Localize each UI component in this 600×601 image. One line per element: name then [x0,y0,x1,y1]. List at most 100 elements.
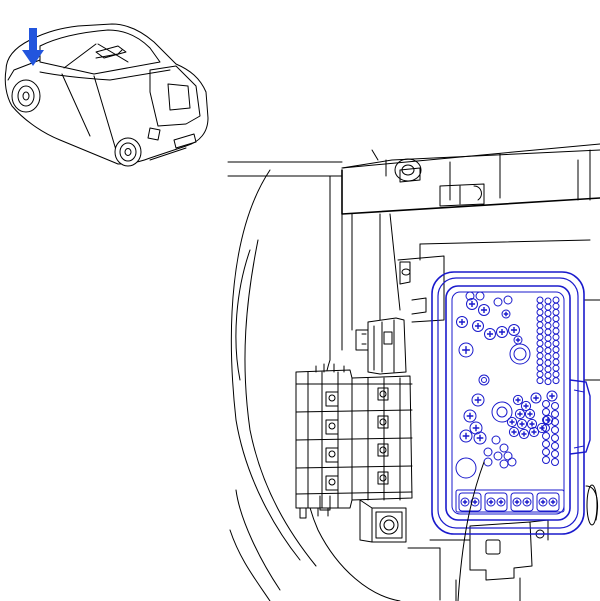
fuse-slot [544,316,552,324]
fuse-slot [551,402,559,410]
fuse-slot [544,353,552,361]
fuse-slot [552,346,560,354]
fuse-slot [536,364,544,372]
fuse-slot-mark [519,421,525,427]
fuse-slot-mark [486,330,494,338]
fuse-slot [507,457,517,467]
fuse-slot-mark [458,318,466,326]
fuse-slot [552,339,560,347]
fuse-slot [551,426,559,434]
fuse-slot [542,424,550,432]
fuse-slot-mark [529,421,535,427]
fuse-slot [499,443,509,453]
engine-bay-structure [227,143,600,601]
fuse-slot [544,371,552,379]
fuse-slot [512,394,524,406]
fuse-slot [503,295,513,305]
fuse-slot-mark [462,432,470,440]
fuse-slot [544,328,552,336]
fuse-slot [524,408,536,420]
fuse-slot [552,327,560,335]
fuse-slot [542,448,550,456]
fuse-slot [459,429,473,443]
fuse-slot-mark [515,337,521,343]
fuse-slot [493,297,503,307]
fuse-slot [544,334,552,342]
terminal-block [295,317,413,519]
fuse-slot [536,315,544,323]
fuse-slot [536,346,544,354]
fuse-slot [484,328,496,340]
fuse-slot [472,320,484,332]
fuse-slot [536,333,544,341]
maxi-fuse-slot [536,492,560,512]
fuse-slot-mark [498,328,506,336]
fuse-slot [522,497,532,507]
fuse-slot [551,442,559,450]
relay-socket [509,343,531,365]
fuse-slot [548,497,558,507]
fuse-slot [542,408,550,416]
fuse-slot [536,302,544,310]
fuse-slot-mark [503,311,509,317]
fuse-slot-mark [524,499,530,505]
fuse-slot [458,342,474,358]
fuse-slot [536,422,548,434]
fuse-slot [512,497,522,507]
fuse-slot-mark [476,434,484,442]
fuse-slot-mark [472,499,478,505]
fuse-slot [466,298,478,310]
relay-socket [455,457,477,479]
fuse-slot-mark [540,499,546,505]
fuse-slot [551,434,559,442]
terminal-bolts [325,387,389,491]
fuse-slot-mark [474,322,482,330]
fuse-slot [552,370,560,378]
fuse-slot [552,364,560,372]
fuse-slot [542,416,550,424]
fuse-slot [542,456,550,464]
fuse-slot [544,347,552,355]
fuse-slot-mark [517,411,523,417]
fuse-slot [486,497,496,507]
fuse-slot-mark [510,326,518,334]
fuse-slot [552,302,560,310]
fuse-slot-mark [509,419,515,425]
fuse-slots [455,291,560,512]
fuse-slot [542,400,550,408]
fuse-slot [552,296,560,304]
fuse-slot [520,400,532,412]
fuse-slot [546,390,558,402]
fuse-slot [536,308,544,316]
fuse-slot [544,309,552,317]
fuse-slot-mark [523,403,529,409]
fuse-slot [514,408,526,420]
fuse-slot-mark [474,396,482,404]
fuse-slot [491,435,501,445]
fuse-slot [552,377,560,385]
fuse-slot [526,418,538,430]
fuse-slot [538,497,548,507]
fuse-slot [551,410,559,418]
fuse-slot [465,291,475,301]
fuse-slot [551,418,559,426]
fuse-slot [536,370,544,378]
fuse-slot [518,428,530,440]
fuse-slot [463,409,477,423]
fuse-slot-mark [515,397,521,403]
fuse-slot [544,378,552,386]
fuse-slot-mark [527,411,533,417]
fuse-slot [544,340,552,348]
fuse-slot [536,321,544,329]
fuse-slot [552,315,560,323]
fuse-slot [481,377,487,383]
fuse-slot [552,358,560,366]
fuse-slot [536,358,544,366]
fuse-slot [475,291,485,301]
fuse-slot [536,327,544,335]
fuse-slot [493,451,503,461]
fuse-slot [460,497,470,507]
fuse-slot-mark [549,393,555,399]
fuse-slot [536,339,544,347]
